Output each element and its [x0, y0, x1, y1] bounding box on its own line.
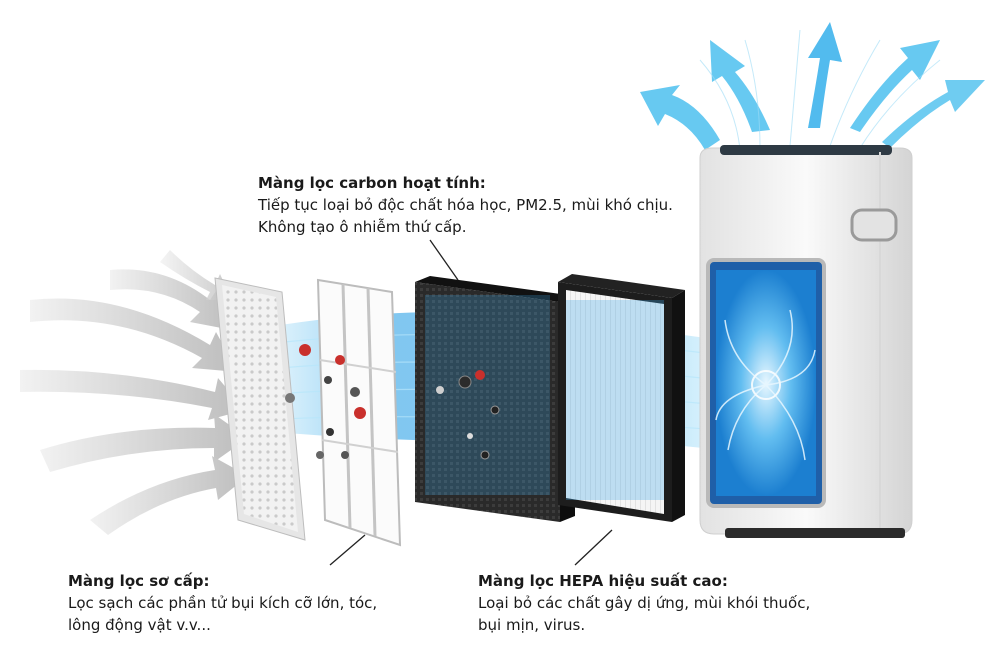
hepa-filter-block: [558, 274, 685, 522]
outflow-arrows: [640, 22, 985, 151]
pre-filter-panel: [214, 277, 306, 541]
inflow-arrow-6: [160, 250, 232, 300]
mesh-filter-panel: [285, 278, 402, 547]
device-handle: [850, 208, 898, 242]
label-hepa-filter: Màng lọc HEPA hiệu suất cao: Loại bỏ các…: [478, 570, 858, 636]
particles: [285, 344, 366, 459]
carbon-filter-desc-line2: Không tạo ô nhiễm thứ cấp.: [258, 218, 467, 236]
outflow-arrow-3: [808, 22, 842, 128]
carbon-filter-block: [415, 276, 575, 522]
fan-swirl: [715, 309, 816, 461]
inflow-arrow-2: [30, 298, 238, 372]
inflow-arrows: [20, 250, 248, 535]
inflow-arrow-4: [40, 414, 248, 472]
inflow-arrow-5: [90, 456, 248, 535]
hepa-filter-desc-line2: bụi mịn, virus.: [478, 616, 586, 634]
leader-carbon: [429, 239, 459, 281]
leader-hepa: [574, 529, 613, 566]
carbon-filter-desc-line1: Tiếp tục loại bỏ độc chất hóa học, PM2.5…: [258, 196, 673, 214]
outflow-arrow-1: [640, 85, 720, 150]
leader-pre: [329, 534, 366, 566]
label-carbon-filter: Màng lọc carbon hoạt tính: Tiếp tục loại…: [258, 172, 718, 238]
carbon-particles: [436, 370, 500, 460]
label-pre-filter: Màng lọc sơ cấp: Lọc sạch các phần tử bụ…: [68, 570, 428, 636]
pre-filter-desc-line2: lông động vật v.v...: [68, 616, 211, 634]
hepa-filter-title: Màng lọc HEPA hiệu suất cao:: [478, 572, 728, 590]
inflow-arrow-1: [110, 269, 232, 330]
carbon-filter-title: Màng lọc carbon hoạt tính:: [258, 174, 486, 192]
leader-lines: [329, 239, 613, 566]
pre-filter-title: Màng lọc sơ cấp:: [68, 572, 210, 590]
outflow-arrow-5: [882, 80, 985, 148]
pre-filter-desc-line1: Lọc sạch các phần tử bụi kích cỡ lớn, tó…: [68, 594, 378, 612]
hepa-filter-desc-line1: Loại bỏ các chất gây dị ứng, mùi khói th…: [478, 594, 811, 612]
air-purifier-device: [699, 145, 913, 538]
outflow-arrow-4: [850, 40, 940, 132]
inflow-arrow-3: [20, 369, 245, 420]
outflow-arrow-2: [710, 40, 770, 132]
